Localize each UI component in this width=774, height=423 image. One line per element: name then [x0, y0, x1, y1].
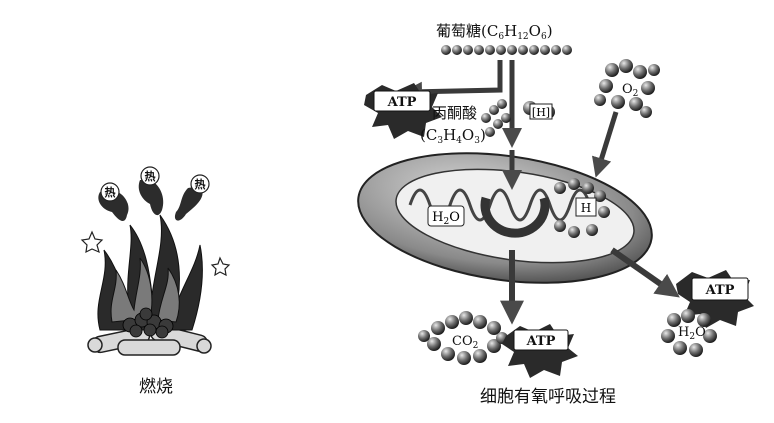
heat-tag-1: 热	[98, 183, 128, 221]
co2-label: CO2	[452, 334, 478, 351]
pyruvate-label: 丙酮酸	[432, 104, 477, 122]
h-tag-inner: H	[576, 198, 596, 216]
water-outer-label: H2O	[678, 325, 706, 342]
arrow-oxygen	[598, 112, 616, 170]
pyruvate-chain	[481, 99, 511, 137]
sparks	[82, 232, 229, 275]
glucose-chain	[441, 45, 572, 55]
atp-label-3: ATP	[705, 283, 735, 298]
heat-tags: 热 热 热	[98, 167, 209, 221]
heat-label-3: 热	[195, 177, 206, 191]
oxygen-label: O2	[622, 82, 638, 99]
atp-label-1: ATP	[387, 95, 417, 110]
spark-left	[82, 232, 102, 252]
mitochondrion	[350, 136, 660, 300]
arrow-to-atp-1	[410, 60, 500, 92]
heat-tag-2: 热	[139, 167, 164, 215]
h-tag-top: [H]	[523, 101, 555, 119]
heat-tag-3: 热	[175, 175, 209, 221]
atp-label-2: ATP	[526, 334, 556, 349]
h-label-top: [H]	[532, 106, 550, 119]
glucose-label: 葡萄糖(C6H12O6)	[436, 22, 553, 42]
respiration-caption: 细胞有氧呼吸过程	[480, 387, 616, 407]
pyruvate-formula: (C3H4O3)	[420, 126, 486, 146]
campfire: 热 热 热	[82, 167, 229, 355]
combustion-caption: 燃烧	[139, 377, 173, 397]
atp-burst-2: ATP	[502, 324, 578, 378]
h-label-inner: H	[581, 201, 591, 215]
spark-right	[212, 258, 229, 275]
heat-label-2: 热	[145, 169, 156, 183]
water-inner: H2O	[428, 206, 464, 227]
heat-label-1: 热	[105, 185, 116, 199]
